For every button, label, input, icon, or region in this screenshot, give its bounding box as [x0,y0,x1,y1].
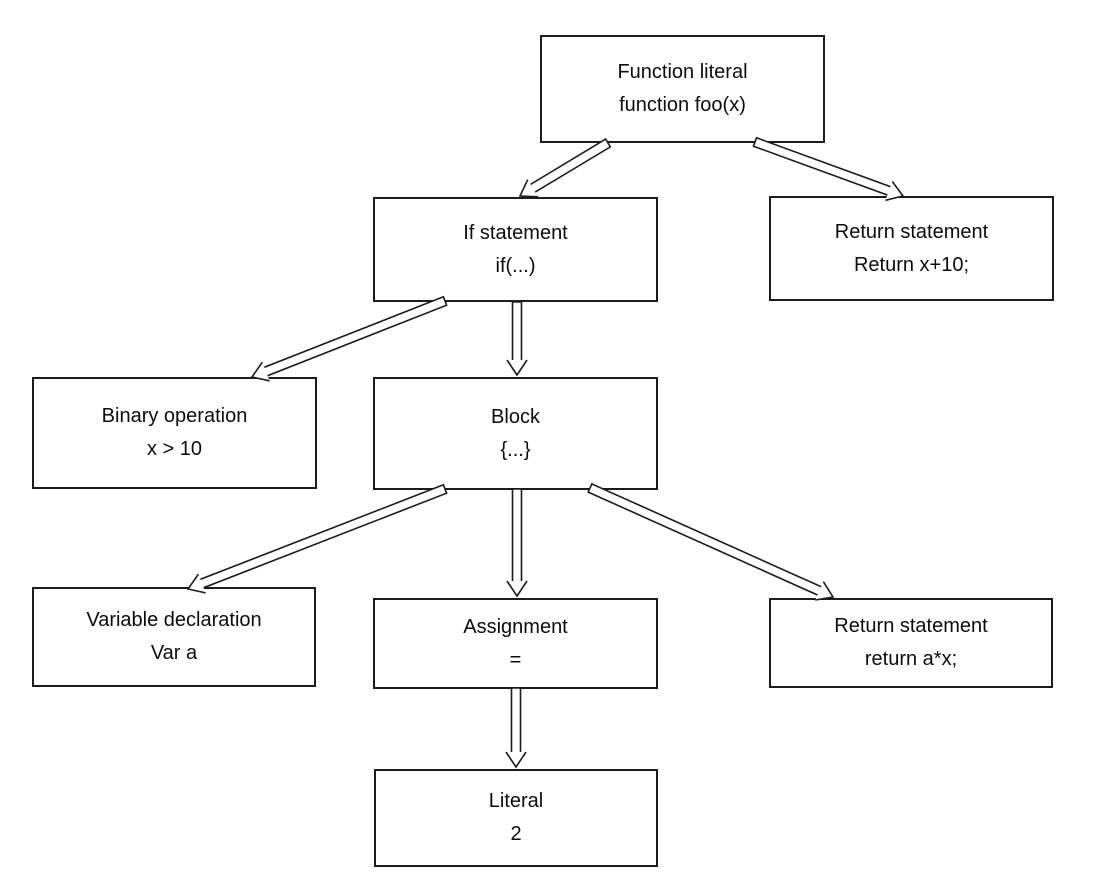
node-literal: Literal 2 [374,769,658,867]
node-subtitle: {...} [500,438,531,461]
edge-block-to-assignment [506,488,528,598]
node-title: Assignment [463,615,568,638]
edge-assignment-to-literal [505,687,527,769]
node-subtitle: 2 [510,823,522,845]
edge-if-statement-to-binary-operation [250,295,448,382]
edge-function-literal-to-if-statement [518,137,612,198]
edge-block-to-return-statement-bottom [587,482,835,601]
node-subtitle: function foo(x) [619,94,746,116]
node-title: Variable declaration [86,609,262,631]
node-title: Return statement [834,220,989,243]
node-variable-declaration: Variable declaration Var a [32,587,316,687]
node-return-statement-top: Return statement Return x+10; [769,196,1054,301]
node-return-statement-bottom: Return statement return a*x; [769,598,1053,688]
node-subtitle: x > 10 [146,438,203,460]
node-block: Block {...} [373,377,658,490]
edge-block-to-variable-declaration [186,483,448,594]
node-title: Function literal [617,61,748,83]
node-assignment: Assignment = [373,598,658,689]
node-title: Literal [488,790,544,812]
node-subtitle: Return x+10; [853,253,970,276]
edge-function-literal-to-return-statement-top [752,136,905,202]
node-title: If statement [463,221,568,244]
node-binary-operation: Binary operation x > 10 [32,377,317,489]
node-subtitle: Var a [150,642,198,664]
node-subtitle: if(...) [495,254,536,277]
node-function-literal: Function literal function foo(x) [540,35,825,143]
node-subtitle: return a*x; [864,648,958,670]
edge-if-statement-to-block [506,301,528,377]
node-title: Binary operation [101,405,248,427]
node-title: Return statement [834,615,988,637]
node-if-statement: If statement if(...) [373,197,658,302]
node-title: Block [491,405,540,428]
node-subtitle: = [509,648,522,671]
